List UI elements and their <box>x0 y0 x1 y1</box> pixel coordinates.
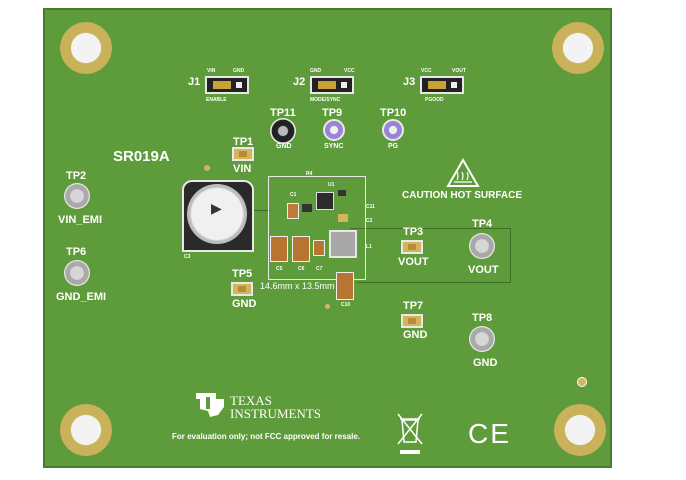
jumper-pin-right: GND <box>233 68 245 74</box>
brand-line1: TEXAS <box>230 393 272 408</box>
jumper-ref: J1 <box>188 76 201 88</box>
tp11-gnd-testpoint[interactable] <box>270 118 296 144</box>
tp6-gnd-emi-testpoint[interactable] <box>64 260 90 286</box>
weee-bin-icon <box>397 413 423 454</box>
jumper-header[interactable] <box>205 76 249 94</box>
tp10-label: PG <box>388 143 399 150</box>
tp1-ref: TP1 <box>233 136 254 148</box>
fiducial-dot <box>325 304 330 309</box>
jumper-name: ENABLE <box>206 97 227 103</box>
jumper-pin-left: VIN <box>207 68 216 74</box>
component-small <box>338 190 346 196</box>
tp2-label: VIN_EMI <box>58 214 103 226</box>
tp3-label: VOUT <box>398 256 429 268</box>
tp11-label: GND <box>276 143 292 150</box>
mounting-hole-bottom-left <box>60 404 112 456</box>
inductor-l1 <box>329 230 357 258</box>
tp5-gnd-testpoint[interactable] <box>231 282 253 296</box>
trace <box>510 228 511 282</box>
mounting-hole-bottom-right <box>554 404 606 456</box>
c10-label: C10 <box>341 302 351 308</box>
jumper-ref: J2 <box>293 76 306 88</box>
tp7-ref: TP7 <box>403 300 424 312</box>
capacitor-c5 <box>270 236 288 262</box>
mounting-hole-top-right <box>552 22 604 74</box>
capacitor-c10 <box>336 272 354 300</box>
r4-label: R4 <box>306 171 313 177</box>
trace <box>254 210 270 211</box>
tp4-label: VOUT <box>468 264 499 276</box>
tp10-pg-testpoint[interactable] <box>382 119 404 141</box>
jumper-header[interactable] <box>420 76 464 94</box>
u1-label: U1 <box>328 182 335 188</box>
tp8-ref: TP8 <box>472 312 493 324</box>
board-name: SR019A <box>113 148 170 165</box>
tp4-ref: TP4 <box>472 218 493 230</box>
jumper-header[interactable] <box>310 76 354 94</box>
c7-label: C7 <box>316 266 323 272</box>
trace <box>357 282 511 283</box>
tp9-label: SYNC <box>324 143 344 150</box>
capacitor-c6 <box>292 236 310 262</box>
c11-label: C11 <box>366 204 375 210</box>
tp5-ref: TP5 <box>232 268 253 280</box>
capacitor-c3-body <box>187 184 247 244</box>
component-small <box>338 214 348 222</box>
tp1-label: VIN <box>233 163 252 175</box>
module-size: 14.6mm x 13.5mm <box>260 281 335 291</box>
tp6-label: GND_EMI <box>56 291 107 303</box>
trace <box>350 228 510 229</box>
c3-label: C3 <box>184 254 191 260</box>
tp1-vin-testpoint[interactable] <box>232 147 254 161</box>
mounting-hole-top-left <box>60 22 112 74</box>
tp2-vin-emi-testpoint[interactable] <box>64 183 90 209</box>
tp2-ref: TP2 <box>66 170 87 182</box>
tp7-label: GND <box>403 329 428 341</box>
jumper-pin-left: VCC <box>421 68 432 74</box>
jumper-ref: J3 <box>403 76 416 88</box>
hot-surface-warning-icon <box>446 158 480 187</box>
component-small <box>302 204 312 212</box>
fiducial-dot <box>577 377 587 387</box>
tp3-ref: TP3 <box>403 226 424 238</box>
texas-instruments-logo-icon <box>196 393 224 417</box>
ce-mark: CE <box>468 418 511 449</box>
tp3-vout-testpoint[interactable] <box>401 240 423 254</box>
tp5-label: GND <box>232 298 257 310</box>
jumper-pin-left: GND <box>310 68 322 74</box>
tp8-gnd-testpoint[interactable] <box>469 326 495 352</box>
tp6-ref: TP6 <box>66 246 87 258</box>
tp7-gnd-testpoint[interactable] <box>401 314 423 328</box>
jumper-pin-right: VCC <box>344 68 355 74</box>
converter-module-outline <box>268 176 366 280</box>
tp4-vout-testpoint[interactable] <box>469 233 495 259</box>
disclaimer-text: For evaluation only; not FCC approved fo… <box>172 432 361 441</box>
component-small <box>287 203 299 219</box>
fiducial-dot <box>204 165 210 171</box>
c6-label: C6 <box>298 266 305 272</box>
c5-label: C5 <box>276 266 283 272</box>
l1-label: L1 <box>366 244 372 250</box>
jumper-name: MODE/SYNC <box>310 97 341 103</box>
tp9-sync-testpoint[interactable] <box>323 119 345 141</box>
jumper-pin-right: VOUT <box>452 68 466 74</box>
tp8-label: GND <box>473 357 498 369</box>
caution-text: CAUTION HOT SURFACE <box>402 190 522 201</box>
tp9-ref: TP9 <box>322 107 343 119</box>
tp10-ref: TP10 <box>380 107 407 119</box>
capacitor-c7 <box>313 240 325 256</box>
capacitor-polarity-icon: ▶ <box>211 200 222 216</box>
tp11-ref: TP11 <box>270 107 296 119</box>
jumper-name: PGOOD <box>425 97 444 103</box>
c2-label: C2 <box>366 218 373 224</box>
brand-line2: INSTRUMENTS <box>230 406 322 421</box>
ic-u1 <box>316 192 334 210</box>
c1-label: C1 <box>290 192 297 198</box>
